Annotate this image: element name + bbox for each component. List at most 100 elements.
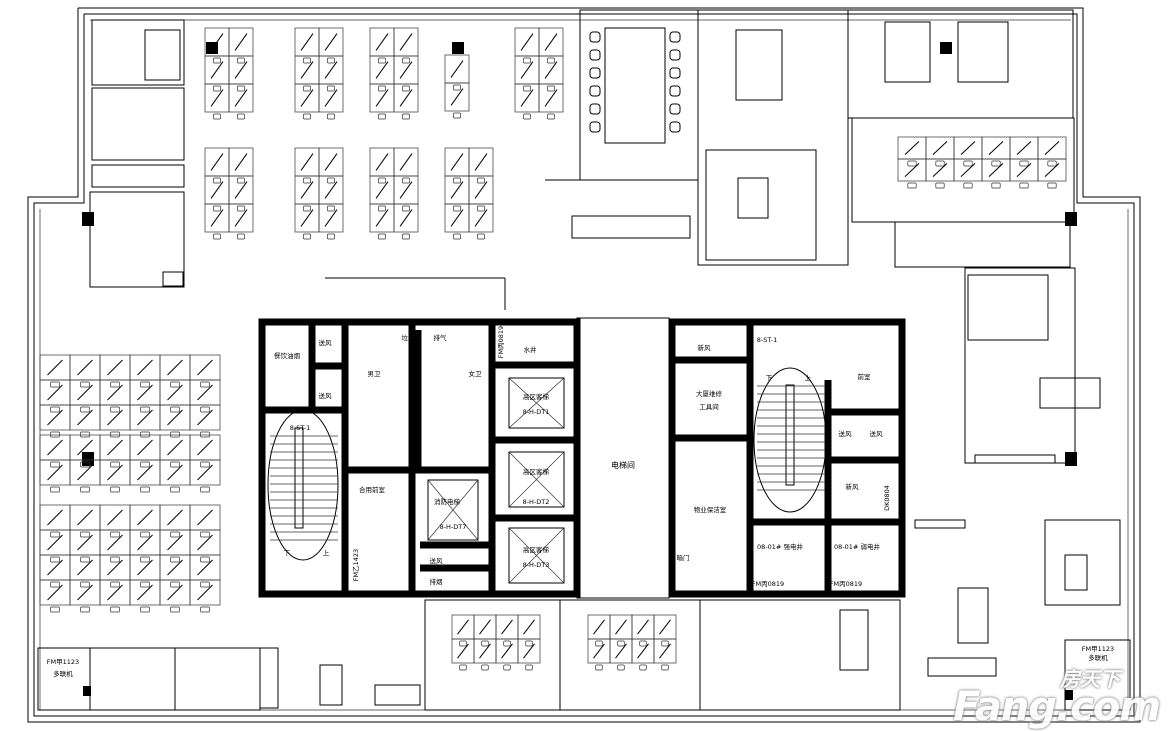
workstation	[318, 55, 344, 92]
workstation	[99, 459, 131, 493]
building-envelope	[27, 7, 1141, 723]
label-elevator-2-code: 8-H-DT2	[523, 498, 550, 506]
label-elevator-3: 高区客梯	[523, 545, 550, 554]
workstation	[129, 434, 161, 468]
workstation	[953, 158, 983, 189]
workstation	[129, 504, 161, 538]
workstation	[468, 203, 494, 240]
workstation	[587, 638, 611, 671]
label-elevator-3-code: 8-H-DT3	[523, 561, 550, 569]
workstation	[294, 203, 320, 240]
workstation	[294, 83, 320, 120]
workstation	[129, 554, 161, 588]
workstation	[1009, 158, 1039, 189]
workstation-clusters	[39, 27, 1067, 671]
workstation	[444, 82, 470, 119]
label-supply-air: 送风	[430, 556, 444, 565]
label-door-fm: FM甲1123	[47, 658, 79, 666]
label-supply-air: 送风	[319, 338, 333, 347]
workstation	[444, 175, 470, 212]
workstation	[473, 638, 497, 671]
label-shared-anteroom: 合用前室	[359, 485, 386, 494]
workstation	[99, 554, 131, 588]
workstation	[393, 83, 419, 120]
core-labels: 餐饮油烟 送风 送风 男卫 女卫 垃圾 排气 FM丙0819 水井 高区客梯 8…	[274, 326, 891, 588]
workstation	[925, 158, 955, 189]
label-fire-elevator: 消防电梯	[434, 497, 461, 506]
label-supply-air: 送风	[870, 429, 884, 438]
workstation	[189, 459, 221, 493]
label-kitchen-exhaust: 餐饮油烟	[274, 351, 301, 360]
label-cleaning-room: 物业保洁室	[694, 505, 727, 514]
workstation	[631, 638, 655, 671]
building-core	[258, 317, 906, 599]
workstation	[369, 203, 395, 240]
workstation	[99, 434, 131, 468]
label-elevator-2: 高区客梯	[523, 467, 550, 476]
corner-room-labels: FM甲1123 多联机 FM甲1123 多联机	[47, 645, 1114, 678]
label-elevator-1: 高区客梯	[523, 392, 550, 401]
label-fresh-air: 新风	[846, 482, 860, 491]
chair	[669, 85, 681, 97]
chair	[589, 67, 601, 79]
chair	[589, 85, 601, 97]
label-hidden-door: 暗门	[677, 553, 690, 562]
workstation	[69, 504, 101, 538]
workstation	[39, 379, 71, 413]
label-stair-up: 上	[805, 373, 812, 382]
label-fresh-air: 新风	[698, 343, 712, 352]
label-stair-down: 下	[284, 549, 291, 557]
label-door-dk: DK0804	[883, 485, 891, 511]
workstation	[129, 529, 161, 563]
label-door-fm: FM丙0819	[497, 326, 505, 358]
label-stair-up: 上	[323, 548, 330, 557]
workstation	[159, 579, 191, 613]
workstation	[444, 203, 470, 240]
workstation	[514, 83, 540, 120]
workstation	[981, 158, 1011, 189]
workstation	[189, 434, 221, 468]
workstation	[69, 529, 101, 563]
chair	[669, 49, 681, 61]
workstation	[587, 614, 611, 647]
workstation	[159, 434, 191, 468]
workstation	[517, 638, 541, 671]
label-supply-air: 送风	[319, 391, 333, 400]
workstation	[318, 27, 344, 64]
workstation	[39, 404, 71, 438]
label-exhaust: 排气	[434, 333, 448, 342]
workstation	[318, 83, 344, 120]
chair	[589, 31, 601, 43]
chair	[589, 49, 601, 61]
label-supply-air: 送风	[839, 429, 853, 438]
workstation	[69, 579, 101, 613]
workstation	[369, 83, 395, 120]
workstation	[369, 55, 395, 92]
label-anteroom: 前室	[858, 372, 872, 381]
workstation	[69, 354, 101, 388]
chair	[669, 121, 681, 133]
label-stair: 8-ST-1	[757, 336, 777, 344]
workstation	[204, 55, 230, 92]
workstation	[538, 27, 564, 64]
watermark-en: Fang.com	[953, 684, 1161, 730]
workstation	[69, 404, 101, 438]
workstation	[189, 379, 221, 413]
workstation	[129, 354, 161, 388]
workstation	[468, 175, 494, 212]
watermark-cn: 房天下	[1060, 667, 1120, 691]
workstation	[228, 147, 254, 184]
workstation	[99, 354, 131, 388]
label-vrf-room: 多联机	[1088, 653, 1108, 662]
partitions	[37, 9, 1131, 711]
workstation	[159, 529, 191, 563]
workstation	[609, 638, 633, 671]
workstation	[129, 459, 161, 493]
workstation	[538, 83, 564, 120]
workstation	[369, 27, 395, 64]
workstation	[99, 379, 131, 413]
label-womens-wc: 女卫	[469, 369, 483, 378]
workstation	[495, 638, 519, 671]
workstation	[99, 579, 131, 613]
label-door-fm: FM丙0819	[752, 580, 784, 588]
